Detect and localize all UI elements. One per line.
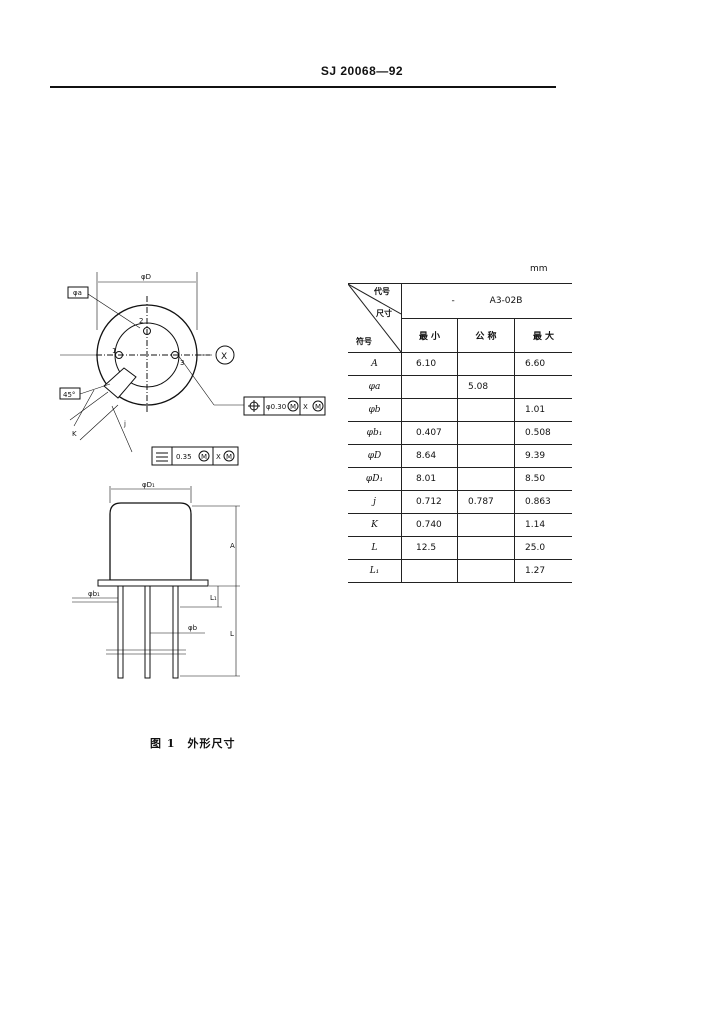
- col-header-max: 最 大: [514, 318, 572, 353]
- model-header-cell: - A3-02B: [401, 283, 572, 319]
- label-pin-3: 3: [180, 359, 184, 367]
- row-max: 9.39: [514, 444, 572, 468]
- label-angle: 45°: [63, 391, 75, 399]
- row-min: [401, 398, 458, 422]
- row-max: [514, 375, 572, 399]
- row-symbol: φb₁: [348, 421, 402, 445]
- row-max: 25.0: [514, 536, 572, 560]
- table-row: φb 1.01: [348, 398, 572, 422]
- row-nom: 5.08: [457, 375, 515, 399]
- row-max: 1.27: [514, 559, 572, 583]
- row-nom: [457, 398, 515, 422]
- row-min: [401, 375, 458, 399]
- can-body: [109, 502, 192, 581]
- row-nom: [457, 467, 515, 491]
- flatness-tolerance-frame: [151, 446, 239, 466]
- label-tol-x: X: [303, 403, 308, 411]
- orientation-tab: [103, 367, 137, 399]
- row-min: 6.10: [401, 352, 458, 376]
- row-nom: 0.787: [457, 490, 515, 514]
- row-max: 1.01: [514, 398, 572, 422]
- label-l: L: [230, 630, 234, 638]
- row-nom: [457, 536, 515, 560]
- table-row: L₁ 1.27: [348, 559, 572, 583]
- label-k: K: [72, 430, 77, 438]
- row-nom: [457, 559, 515, 583]
- row-symbol: L: [348, 536, 402, 560]
- row-min: 8.64: [401, 444, 458, 468]
- corner-bottom-label: 符号: [356, 337, 372, 346]
- pin-3: [172, 585, 179, 679]
- pin-2: [144, 585, 151, 679]
- row-nom: [457, 352, 515, 376]
- row-min: 0.740: [401, 513, 458, 537]
- dash-mark: -: [451, 296, 455, 306]
- label-phi-b: φb: [188, 624, 198, 632]
- row-nom: [457, 444, 515, 468]
- position-tolerance-frame: [243, 396, 326, 416]
- row-max: 0.508: [514, 421, 572, 445]
- label-tol-x-2: X: [216, 453, 221, 461]
- table-row: φa 5.08: [348, 375, 572, 399]
- row-symbol: K: [348, 513, 402, 537]
- label-phi-a: φa: [73, 289, 82, 297]
- unit-label: mm: [530, 264, 548, 274]
- model-label: A3-02B: [489, 296, 523, 306]
- document-number: SJ 20068—92: [320, 64, 404, 78]
- row-symbol: φa: [348, 375, 402, 399]
- label-l1: L₁: [210, 594, 217, 602]
- label-tol-m-2: M: [315, 403, 321, 411]
- col-header-nom: 公 称: [457, 318, 515, 353]
- angle-frame: [59, 387, 81, 400]
- label-pin-1: 1: [112, 347, 116, 355]
- row-max: 6.60: [514, 352, 572, 376]
- row-min: [401, 559, 458, 583]
- corner-sub-label: 尺寸: [376, 309, 392, 318]
- row-min: 0.407: [401, 421, 458, 445]
- row-min: 8.01: [401, 467, 458, 491]
- label-tol-flat: 0.35: [176, 453, 192, 461]
- row-symbol: φb: [348, 398, 402, 422]
- label-datum-x: X: [221, 352, 227, 362]
- label-tol-m-4: M: [226, 453, 232, 461]
- figure-caption: 图 1 外形尺寸: [150, 737, 236, 750]
- row-symbol: L₁: [348, 559, 402, 583]
- corner-header-cell: 代号 尺寸 符号: [348, 283, 402, 353]
- row-max: 8.50: [514, 467, 572, 491]
- label-tol-m-3: M: [201, 453, 207, 461]
- pin-1: [117, 585, 124, 679]
- row-max: 1.14: [514, 513, 572, 537]
- label-j: j: [123, 420, 126, 428]
- corner-top-label: 代号: [374, 287, 390, 296]
- row-symbol: φD₁: [348, 467, 402, 491]
- label-phi-b1: φb₁: [88, 590, 100, 598]
- phi-a-frame: [67, 286, 89, 299]
- label-phi-d1: φD₁: [142, 481, 155, 489]
- label-phi-d: φD: [141, 273, 151, 281]
- row-symbol: φD: [348, 444, 402, 468]
- row-nom: [457, 513, 515, 537]
- label-pin-2: 2: [139, 317, 143, 325]
- label-tol-m-1: M: [290, 403, 296, 411]
- label-tol-position: φ0.30: [266, 403, 286, 411]
- row-min: 0.712: [401, 490, 458, 514]
- flange: [97, 579, 209, 587]
- row-min: 12.5: [401, 536, 458, 560]
- row-nom: [457, 421, 515, 445]
- row-symbol: A: [348, 352, 402, 376]
- col-header-min: 最 小: [401, 318, 458, 353]
- header-rule: [50, 86, 556, 88]
- row-max: 0.863: [514, 490, 572, 514]
- label-a: A: [230, 542, 235, 550]
- row-symbol: j: [348, 490, 402, 514]
